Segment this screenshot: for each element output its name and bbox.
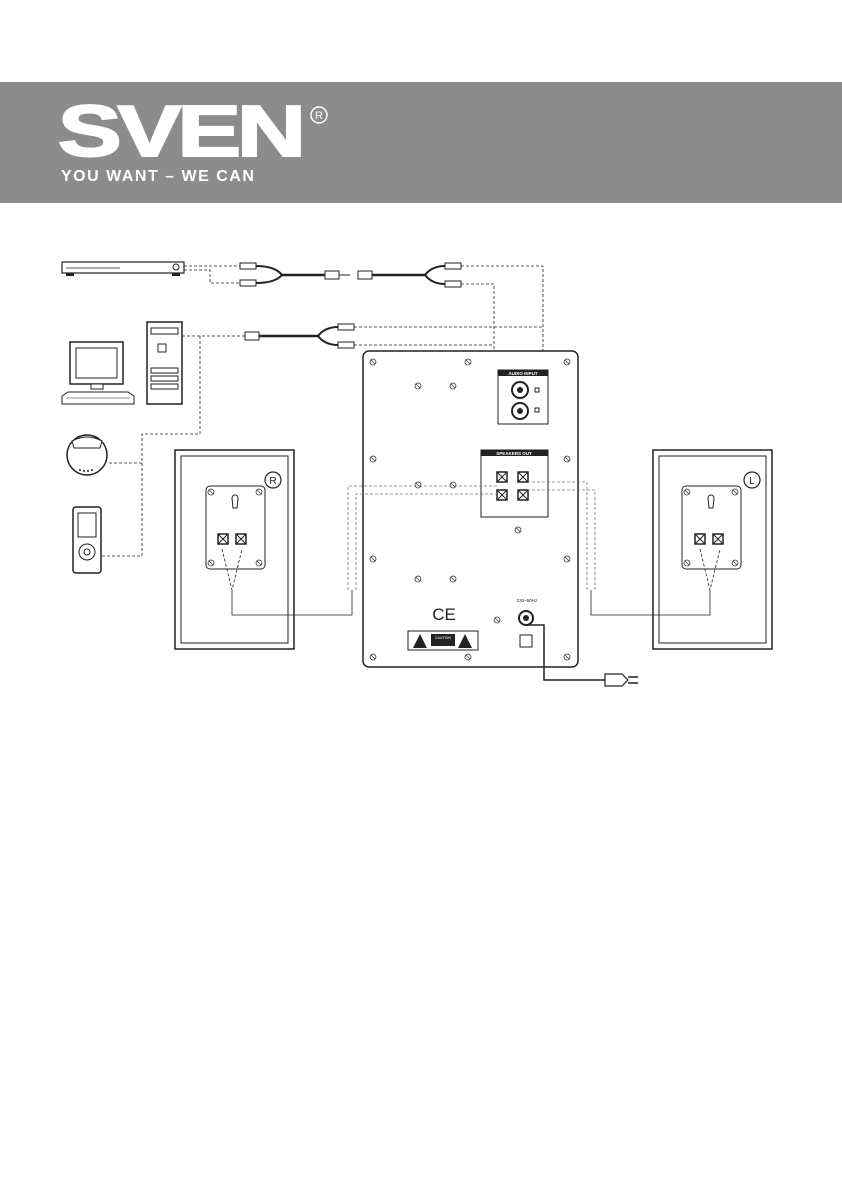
dvd-player-icon — [61, 261, 185, 276]
power-label: 230~50Hz — [517, 598, 538, 603]
caution-label: CAUTION — [435, 636, 451, 640]
satellite-left: L — [652, 449, 773, 650]
speaker-wire-left — [528, 481, 721, 616]
cd-player-icon — [66, 434, 108, 476]
rca-cable-pc — [101, 323, 543, 557]
computer-tower-icon — [146, 321, 183, 405]
satellite-right: R — [174, 449, 295, 650]
subwoofer-rear-panel: AUDIO INPUT SPEAKERS OUT 230~50Hz CE CAU… — [362, 350, 579, 668]
right-badge: R — [269, 476, 276, 487]
tagline: YOU WANT – WE CAN — [61, 168, 255, 185]
speaker-wire-right — [221, 485, 497, 616]
header-banner: SVEN R YOU WANT – WE CAN — [0, 82, 842, 203]
logo-wordmark: SVEN — [58, 92, 302, 172]
audio-input-label: AUDIO INPUT — [508, 371, 538, 376]
power-cord — [526, 624, 638, 687]
speakers-out-label: SPEAKERS OUT — [496, 451, 532, 456]
registered-mark: R — [315, 110, 323, 122]
computer-monitor-icon — [61, 341, 135, 405]
registered-icon — [310, 106, 328, 124]
mp3-player-icon — [72, 506, 102, 574]
rca-cable-dvd — [184, 262, 544, 406]
ce-mark: CE — [432, 605, 456, 624]
left-badge: L — [749, 476, 755, 487]
sven-logo: SVEN R YOU WANT – WE CAN — [57, 91, 328, 185]
